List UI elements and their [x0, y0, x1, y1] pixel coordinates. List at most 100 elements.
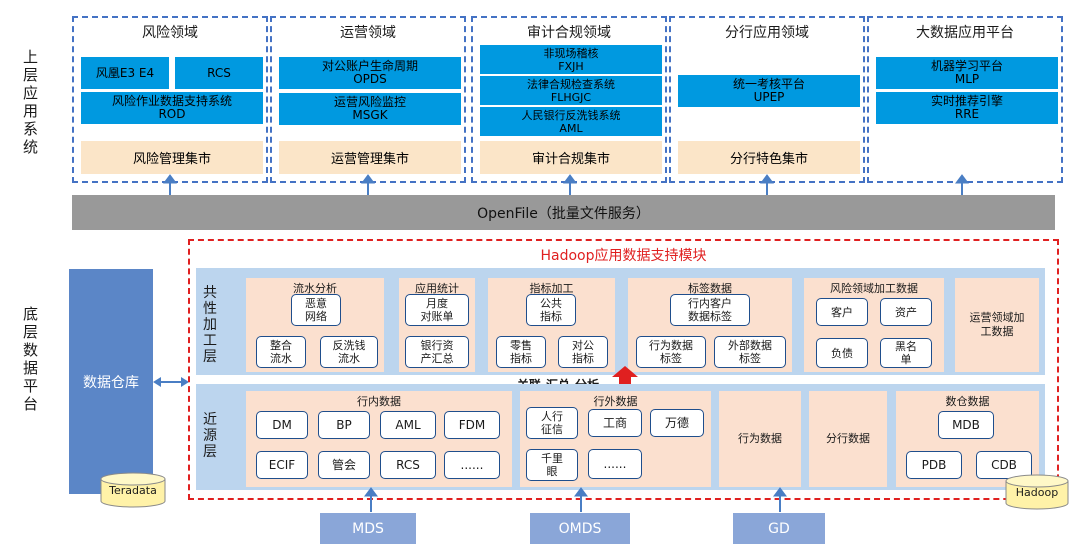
app-stats-title: 应用统计: [415, 282, 459, 295]
red-up-arrow-icon: [612, 366, 638, 388]
source-arrows: [364, 487, 787, 512]
gd-source: GD: [733, 513, 825, 544]
hadoop-module-title: Hadoop应用数据支持模块: [540, 248, 707, 264]
blacklist-box: 黑名 单: [880, 338, 932, 368]
warehouse-data-card: 数仓数据 MDB PDB CDB: [896, 391, 1039, 487]
external-data-card: 行外数据 人行 征信 工商 万德 千里 眼 ......: [520, 391, 711, 487]
near-layer-label: 近源层: [203, 412, 217, 460]
pdb-box: PDB: [906, 451, 962, 479]
ops-processing-card: 运营领域加 工数据: [955, 278, 1039, 372]
upper-systems-label: 上层应用系统: [22, 48, 40, 156]
lower-platform-label: 底层数据平台: [22, 305, 40, 413]
retail-index-box: 零售 指标: [496, 336, 546, 368]
liability-box: 负债: [816, 338, 868, 368]
arrow-to-risk-icon: [163, 174, 177, 195]
omds-source: OMDS: [530, 513, 630, 544]
mlp-system: 机器学习平台 MLP: [876, 57, 1058, 89]
arrow-to-branch-icon: [760, 174, 774, 195]
dm-box: DM: [256, 411, 308, 439]
ops-processing-text: 运营领域加 工数据: [969, 311, 1025, 338]
fdm-box: FDM: [444, 411, 500, 439]
bigdata-domain: 大数据应用平台 机器学习平台 MLP 实时推荐引擎 RRE: [867, 16, 1063, 183]
corporate-index-box: 对公 指标: [558, 336, 608, 368]
behavior-data-card: 行为数据: [719, 391, 801, 487]
app-stats-card: 应用统计 月度 对账单 银行资 产汇总: [399, 278, 475, 372]
teradata-label: Teradata: [109, 484, 157, 497]
risk-mart: 风险管理集市: [81, 141, 263, 174]
opds-system: 对公账户生命周期 OPDS: [279, 57, 461, 89]
gd-arrow-icon: [773, 487, 787, 512]
upper-systems-label-text: 上层应用系统: [22, 48, 39, 156]
monthly-statement-box: 月度 对账单: [405, 294, 469, 326]
arrow-to-ops-icon: [361, 174, 375, 195]
bp-box: BP: [318, 411, 370, 439]
lower-platform-label-text: 底层数据平台: [22, 305, 39, 413]
external-more-box: ......: [588, 449, 642, 479]
management-accounting-box: 管会: [318, 451, 370, 479]
public-index-box: 公共 指标: [526, 294, 576, 326]
data-warehouse: 数据仓库: [69, 269, 153, 494]
customer-box: 客户: [816, 298, 868, 326]
internal-data-title: 行内数据: [357, 395, 401, 408]
bank-asset-summary-box: 银行资 产汇总: [405, 336, 469, 368]
wind-box: 万德: [650, 409, 704, 437]
external-tag-box: 外部数据 标签: [714, 336, 786, 368]
risk-domain-title: 风险领域: [142, 25, 198, 41]
arrow-to-audit-icon: [563, 174, 577, 195]
index-processing-card: 指标加工 公共 指标 零售 指标 对公 指标: [488, 278, 615, 372]
mds-arrow-icon: [364, 487, 378, 512]
aml-flow-box: 反洗钱 流水: [320, 336, 378, 368]
mdb-box: MDB: [938, 411, 994, 439]
flhgjc-system: 法律合规检查系统 FLHGJC: [480, 76, 662, 105]
fxjh-system: 非现场稽核 FXJH: [480, 45, 662, 74]
index-processing-title: 指标加工: [529, 282, 574, 295]
rcs-system: RCS: [175, 57, 263, 89]
rcs-data-box: RCS: [380, 451, 436, 479]
hadoop-cylinder-icon: [1005, 474, 1069, 510]
flow-analysis-title: 流水分析: [293, 282, 337, 295]
ops-domain-title: 运营领域: [340, 25, 396, 41]
tag-data-card: 标签数据 行内客户 数据标签 行为数据 标签 外部数据 标签: [628, 278, 792, 372]
aml-system: 人民银行反洗钱系统 AML: [480, 107, 662, 136]
external-data-title: 行外数据: [593, 395, 638, 408]
mds-source: MDS: [320, 513, 416, 544]
rre-system: 实时推荐引擎 RRE: [876, 92, 1058, 124]
cdb-box: CDB: [976, 451, 1032, 479]
pboc-credit-box: 人行 征信: [526, 407, 578, 439]
branch-domain-title: 分行应用领域: [725, 25, 809, 41]
branch-mart: 分行特色集市: [678, 141, 860, 174]
hadoop-label: Hadoop: [1015, 486, 1059, 499]
branch-data-text: 分行数据: [826, 432, 870, 445]
teradata-cylinder-icon: [100, 472, 166, 508]
arrow-to-bigdata-icon: [955, 174, 969, 195]
internal-more-box: ......: [444, 451, 500, 479]
audit-domain-title: 审计合规领域: [527, 25, 611, 41]
warehouse-data-title: 数仓数据: [945, 395, 990, 408]
upep-system: 统一考核平台 UPEP: [678, 75, 860, 107]
flow-analysis-card: 流水分析 恶意 网络 整合 流水 反洗钱 流水: [246, 278, 384, 372]
internal-data-card: 行内数据 DM BP AML FDM ECIF 管会 RCS ......: [246, 391, 512, 487]
audit-mart: 审计合规集市: [480, 141, 662, 174]
branch-data-card: 分行数据: [809, 391, 887, 487]
malicious-network-box: 恶意 网络: [291, 294, 341, 326]
qianliyan-box: 千里 眼: [526, 449, 578, 481]
rod-system: 风险作业数据支持系统 ROD: [81, 92, 263, 124]
domain-arrows: [163, 174, 969, 195]
aml-data-box: AML: [380, 411, 436, 439]
common-layer-label: 共性加工层: [203, 285, 217, 365]
asset-box: 资产: [880, 298, 932, 326]
bigdata-domain-title: 大数据应用平台: [916, 25, 1014, 41]
ops-mart: 运营管理集市: [279, 141, 461, 174]
hadoop-module-frame: [188, 239, 1059, 500]
integrated-flow-box: 整合 流水: [256, 336, 306, 368]
ops-domain: 运营领域 对公账户生命周期 OPDS 运营风险监控 MSGK 运营管理集市: [270, 16, 466, 183]
tag-data-title: 标签数据: [688, 282, 732, 295]
fenghuang-system: 风凰E3 E4: [81, 57, 169, 89]
risk-domain: 风险领域 风凰E3 E4 RCS 风险作业数据支持系统 ROD 风险管理集市: [72, 16, 268, 183]
bidirectional-arrow-icon: [153, 377, 189, 387]
behavior-tag-box: 行为数据 标签: [636, 336, 706, 368]
openfile-bar: OpenFile（批量文件服务）: [72, 195, 1055, 230]
ecif-box: ECIF: [256, 451, 308, 479]
internal-customer-tag-box: 行内客户 数据标签: [670, 294, 750, 326]
behavior-data-text: 行为数据: [738, 432, 782, 445]
